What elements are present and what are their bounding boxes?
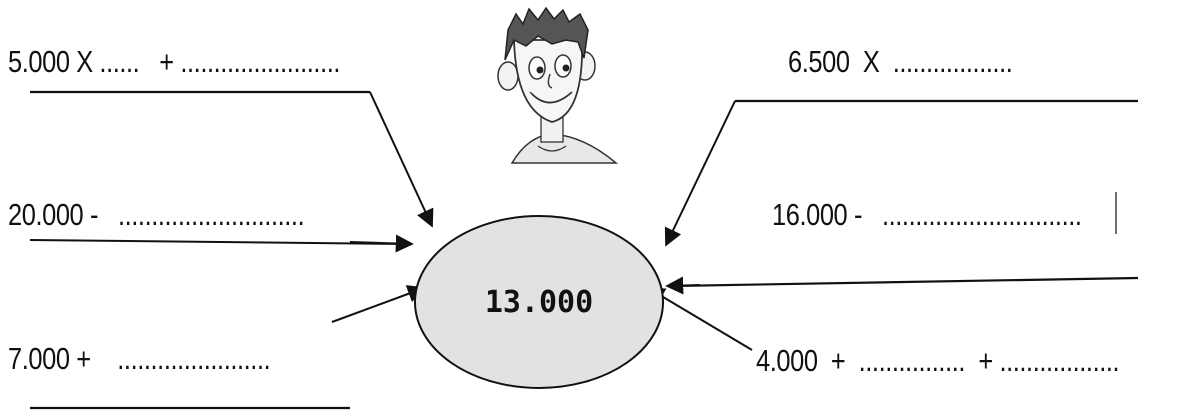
arrow-top-left <box>369 91 434 228</box>
expression-bottom-right: 4.000 + ................ + .............… <box>756 343 1120 378</box>
arrow-bottom-right <box>646 287 753 351</box>
underline-mid-right <box>671 276 1139 288</box>
expression-mid-right: 16.000 - .............................. <box>772 197 1082 232</box>
arrow-mid-right <box>665 276 701 295</box>
arrow-top-right <box>664 100 736 247</box>
expression-bottom-left: 7.000 + ....................... <box>8 341 271 376</box>
underline-mid-left <box>29 239 411 245</box>
expression-top-right: 6.500 X .................. <box>788 44 1013 79</box>
expression-top-left: 5.000 X ...... + .......................… <box>8 44 341 79</box>
boy-face-icon <box>497 6 619 164</box>
center-ellipse <box>414 215 664 389</box>
center-value: 13.000 <box>485 285 593 320</box>
arrow-bottom-left <box>331 285 426 323</box>
expression-mid-left: 20.000 - ............................ <box>8 197 305 232</box>
arrow-mid-left <box>349 234 414 253</box>
